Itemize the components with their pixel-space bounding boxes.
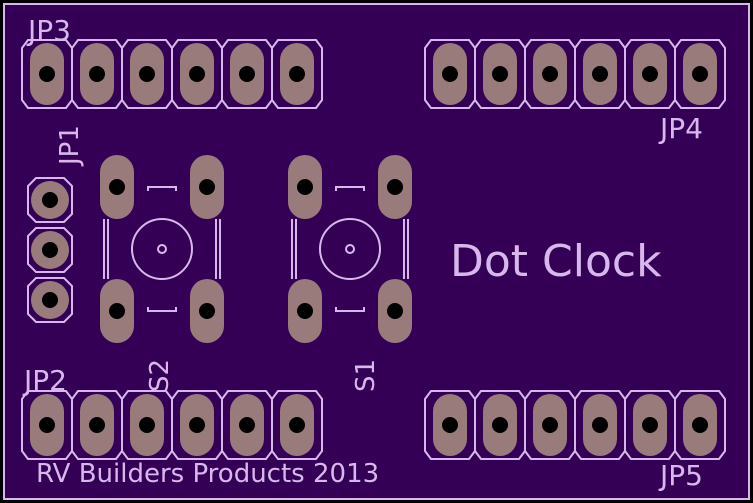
board-title: Dot Clock [450, 236, 662, 287]
header-outline [424, 39, 476, 109]
drill-hole [442, 66, 458, 82]
header-outline [21, 390, 73, 460]
header-outline [221, 39, 273, 109]
header-outline [574, 390, 626, 460]
drill-hole [109, 303, 125, 319]
drill-hole [289, 66, 305, 82]
header-outline [524, 390, 576, 460]
jp5-header [424, 390, 726, 460]
drill-hole [592, 66, 608, 82]
header-outline [21, 39, 73, 109]
switch-actuator [319, 218, 381, 280]
header-outline [121, 39, 173, 109]
s1-switch [288, 155, 412, 343]
drill-hole [297, 303, 313, 319]
header-outline [171, 390, 223, 460]
credit-text: RV Builders Products 2013 [36, 459, 379, 489]
header-outline [27, 177, 73, 223]
header-outline [574, 39, 626, 109]
header-outline [624, 390, 676, 460]
drill-hole [39, 66, 55, 82]
drill-hole [239, 417, 255, 433]
header-outline [271, 390, 323, 460]
header-outline [221, 390, 273, 460]
switch-notch [147, 186, 177, 191]
switch-side [215, 219, 221, 279]
switch-side [103, 219, 109, 279]
drill-hole [442, 417, 458, 433]
switch-notch [335, 186, 365, 191]
drill-hole [189, 417, 205, 433]
header-outline [171, 39, 223, 109]
switch-center [157, 244, 167, 254]
switch-actuator [131, 218, 193, 280]
drill-hole [692, 417, 708, 433]
drill-hole [189, 66, 205, 82]
s2-switch [100, 155, 224, 343]
drill-hole [42, 192, 58, 208]
drill-hole [542, 66, 558, 82]
switch-side [291, 219, 297, 279]
drill-hole [542, 417, 558, 433]
drill-hole [109, 179, 125, 195]
drill-hole [199, 179, 215, 195]
drill-hole [239, 66, 255, 82]
header-outline [524, 39, 576, 109]
drill-hole [42, 242, 58, 258]
header-outline [71, 390, 123, 460]
jp5-label: JP5 [658, 459, 703, 492]
s1-label: S1 [351, 359, 381, 392]
header-outline [474, 39, 526, 109]
jp1-header [27, 177, 73, 323]
switch-notch [335, 307, 365, 312]
switch-center [345, 244, 355, 254]
drill-hole [642, 417, 658, 433]
drill-hole [592, 417, 608, 433]
jp4-header [424, 39, 726, 109]
drill-hole [492, 66, 508, 82]
drill-hole [139, 66, 155, 82]
jp3-header [21, 39, 323, 109]
drill-hole [139, 417, 155, 433]
jp1-label: JP1 [55, 125, 85, 167]
drill-hole [39, 417, 55, 433]
header-outline [674, 39, 726, 109]
drill-hole [642, 66, 658, 82]
drill-hole [387, 179, 403, 195]
header-outline [624, 39, 676, 109]
drill-hole [387, 303, 403, 319]
jp3-label: JP3 [26, 14, 71, 47]
drill-hole [289, 417, 305, 433]
switch-notch [147, 307, 177, 312]
header-outline [271, 39, 323, 109]
switch-side [403, 219, 409, 279]
jp2-header [21, 390, 323, 460]
jp4-label: JP4 [658, 112, 703, 145]
header-outline [474, 390, 526, 460]
s2-label: S2 [145, 359, 175, 392]
header-outline [121, 390, 173, 460]
drill-hole [692, 66, 708, 82]
header-outline [71, 39, 123, 109]
drill-hole [492, 417, 508, 433]
drill-hole [199, 303, 215, 319]
jp2-label: JP2 [22, 364, 67, 397]
drill-hole [89, 417, 105, 433]
header-outline [674, 390, 726, 460]
header-outline [27, 277, 73, 323]
drill-hole [297, 179, 313, 195]
drill-hole [42, 292, 58, 308]
drill-hole [89, 66, 105, 82]
header-outline [27, 227, 73, 273]
header-outline [424, 390, 476, 460]
